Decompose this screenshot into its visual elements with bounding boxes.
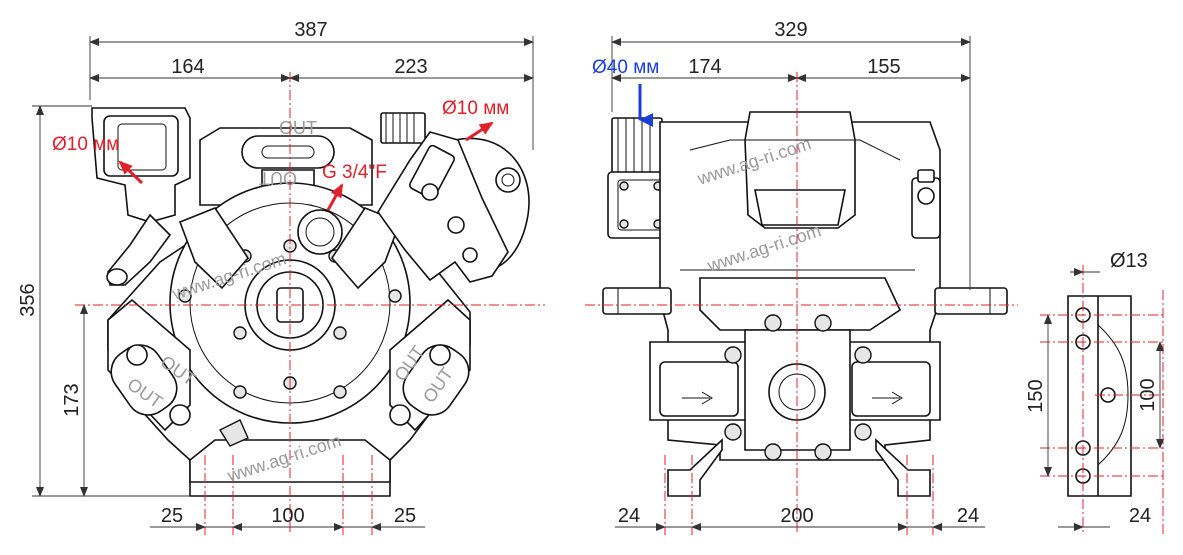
dim-side-left-width: 174 xyxy=(688,56,721,78)
front-top-manifold xyxy=(199,112,426,206)
dim-bracket-height: 150 xyxy=(1025,379,1047,412)
bracket-dimensions: Ø13 150 100 24 xyxy=(1025,250,1164,531)
dim-front-axis-height: 173 xyxy=(61,383,83,416)
dim-front-right-width: 223 xyxy=(394,56,427,78)
out-label-top: OUT xyxy=(279,118,317,138)
dim-front-foot-right: 25 xyxy=(394,505,416,527)
dim-bracket-thickness: 24 xyxy=(1129,505,1151,527)
annotation-right-outlet: Ø10 мм xyxy=(442,98,509,119)
dim-side-right-width: 155 xyxy=(867,56,900,78)
dim-front-overall-width: 387 xyxy=(294,19,327,41)
front-annotations: Ø10 мм Ø10 мм G 3/4"F xyxy=(52,98,509,211)
dim-side-foot-left: 24 xyxy=(618,505,640,527)
front-view: OUT OUT OUT OUT OUT OUT 387 164 223 3 xyxy=(17,19,545,535)
dim-front-foot-left: 25 xyxy=(161,505,183,527)
side-view: 329 174 155 24 200 24 Ø40 мм www.ag-ri.c… xyxy=(585,19,1018,535)
annotation-pressure-port: G 3/4"F xyxy=(322,162,387,183)
side-inlet xyxy=(607,117,671,239)
dim-side-overall-width: 329 xyxy=(774,19,807,41)
arrow-left-outlet xyxy=(118,160,144,185)
dim-bracket-hole-spacing: 100 xyxy=(1137,378,1159,411)
front-dimensions: 387 164 223 356 173 25 100 25 xyxy=(17,19,534,531)
front-left-outlet xyxy=(91,107,191,286)
out-label-top-inverted: OUT xyxy=(259,168,297,188)
dim-front-left-width: 164 xyxy=(171,56,204,78)
side-pump-body xyxy=(602,111,1008,497)
dim-front-foot-spacing: 100 xyxy=(271,505,304,527)
arrow-right-outlet xyxy=(465,121,494,142)
annotation-left-outlet: Ø10 мм xyxy=(52,134,119,155)
dim-side-foot-right: 24 xyxy=(957,505,979,527)
front-pressure-regulator xyxy=(377,131,530,283)
dim-side-foot-spacing: 200 xyxy=(780,505,813,527)
arrow-pressure-port xyxy=(326,183,344,211)
side-dimensions: 329 174 155 24 200 24 xyxy=(611,19,985,531)
dim-bracket-hole: Ø13 xyxy=(1110,250,1148,272)
annotation-inlet: Ø40 мм xyxy=(592,57,659,78)
dim-front-height: 356 xyxy=(17,283,39,316)
bracket-view: Ø13 150 100 24 xyxy=(1025,250,1165,535)
